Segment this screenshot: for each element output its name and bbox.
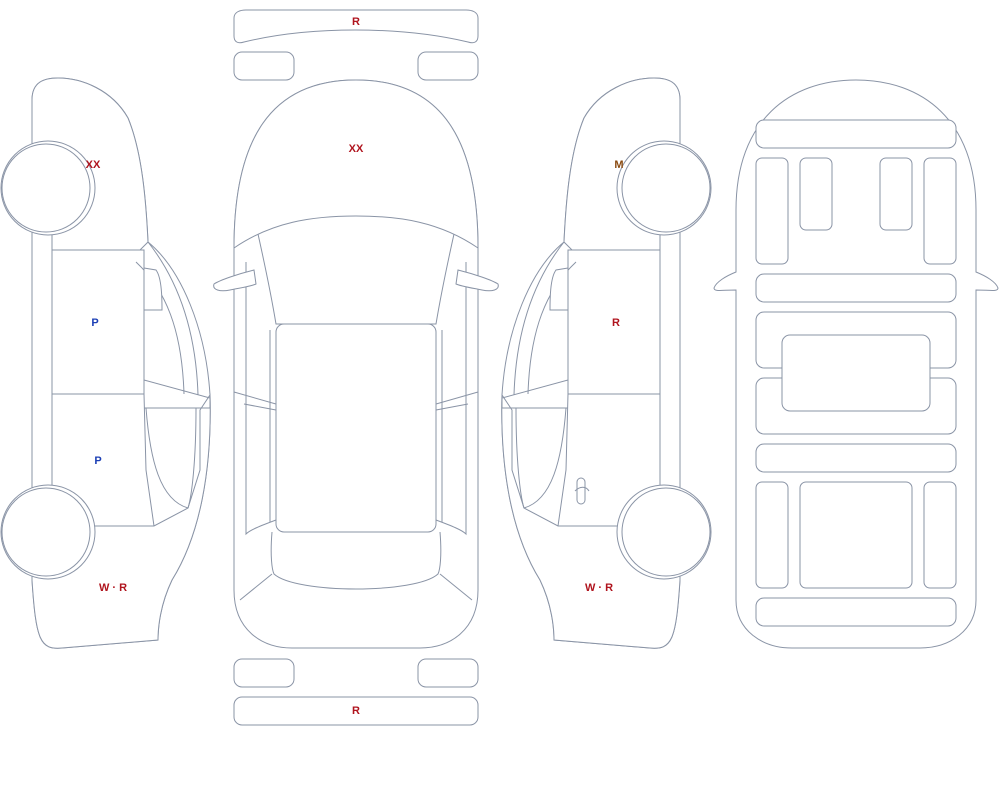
left-front-fender-code: XX xyxy=(86,159,101,171)
right-front-door-code: R xyxy=(612,317,620,329)
right-rear-quarter[interactable] xyxy=(501,393,681,649)
underbody-panel-5 xyxy=(923,157,957,265)
underbody-panel-9 xyxy=(781,334,931,412)
hood-top[interactable] xyxy=(233,79,479,249)
top-view: R XX R xyxy=(213,9,499,726)
underbody-panel-10 xyxy=(755,443,957,473)
left-rear-lamp xyxy=(233,51,295,81)
right-rear-lamp xyxy=(417,51,479,81)
front-bumper-code: R xyxy=(352,705,360,717)
fuel-cap xyxy=(576,477,586,505)
right-front-door[interactable] xyxy=(567,249,661,395)
rear-bumper[interactable] xyxy=(233,9,479,44)
underbody-panel-4 xyxy=(879,157,913,231)
left-front-door[interactable] xyxy=(51,249,145,395)
roof-panel xyxy=(275,323,437,533)
left-rear-door-code: P xyxy=(94,455,101,467)
left-rocker xyxy=(31,231,53,493)
left-rear-quarter[interactable] xyxy=(31,393,211,649)
underbody-panel-6 xyxy=(755,273,957,303)
underbody-panel-1 xyxy=(755,119,957,149)
underbody-panel-11 xyxy=(755,481,789,589)
right-front-wheel xyxy=(621,143,711,233)
right-front-fender-code: M xyxy=(614,159,623,171)
left-front-wheel xyxy=(1,143,91,233)
front-bumper[interactable] xyxy=(233,696,479,726)
right-rocker xyxy=(659,231,681,493)
top-left-mirror xyxy=(213,269,257,292)
underbody-view xyxy=(713,79,999,649)
underbody-panel-14 xyxy=(755,597,957,627)
rear-bumper-code: R xyxy=(352,16,360,28)
underbody-panel-12 xyxy=(799,481,913,589)
right-side-view: M R W · R xyxy=(501,77,712,649)
hood-top-code: XX xyxy=(349,143,364,155)
top-right-mirror xyxy=(455,269,499,292)
left-rear-wheel xyxy=(1,487,91,577)
left-head-lamp xyxy=(233,658,295,688)
left-rear-quarter-code: W · R xyxy=(99,582,127,594)
underbody-panel-13 xyxy=(923,481,957,589)
left-mirror xyxy=(143,267,163,311)
right-head-lamp xyxy=(417,658,479,688)
right-mirror xyxy=(549,267,569,311)
right-rear-quarter-code: W · R xyxy=(585,582,613,594)
left-front-door-code: P xyxy=(91,317,98,329)
right-rear-wheel xyxy=(621,487,711,577)
underbody-panel-3 xyxy=(799,157,833,231)
underbody-panel-2 xyxy=(755,157,789,265)
left-side-view: XX P P W · R xyxy=(0,77,211,649)
